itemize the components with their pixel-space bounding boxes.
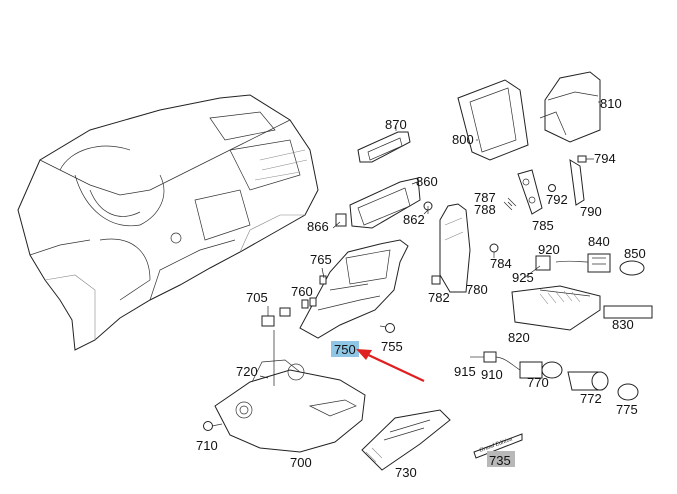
label-770: 770	[527, 375, 549, 390]
label-772: 772	[580, 391, 602, 406]
label-787: 787	[474, 190, 496, 205]
label-780: 780	[466, 282, 488, 297]
label-925: 925	[512, 270, 534, 285]
label-735: 735	[489, 453, 511, 468]
part-830-trim	[603, 305, 653, 319]
part-800-vent	[457, 79, 529, 161]
part-750-console-upper	[299, 239, 409, 339]
part-782-clip	[431, 275, 441, 285]
label-794: 794	[594, 151, 616, 166]
part-705-clip	[261, 306, 291, 327]
label-840: 840	[588, 234, 610, 249]
dashboard-assembly	[17, 94, 319, 351]
label-850: 850	[624, 246, 646, 261]
highlight-735	[487, 451, 515, 467]
label-755: 755	[381, 339, 403, 354]
part-850-lamp	[619, 260, 645, 276]
label-784: 784	[490, 256, 512, 271]
label-860: 860	[416, 174, 438, 189]
pointer-arrow	[356, 349, 425, 382]
label-810: 810	[600, 96, 622, 111]
part-784-screw	[489, 243, 499, 258]
label-790: 790	[580, 204, 602, 219]
label-910: 910	[481, 367, 503, 382]
part-860-frame	[335, 177, 421, 229]
part-794-clip	[577, 155, 594, 163]
label-920: 920	[538, 242, 560, 257]
label-750: 750	[334, 342, 356, 357]
label-700: 700	[290, 455, 312, 470]
part-810-vent	[539, 71, 601, 143]
label-705: 705	[246, 290, 268, 305]
part-710-screw	[203, 421, 223, 431]
label-788: 788	[474, 202, 496, 217]
label-800: 800	[452, 132, 474, 147]
label-782: 782	[428, 290, 450, 305]
part-772-lighter	[567, 371, 609, 391]
part-775-cap	[617, 383, 639, 401]
part-870-bezel	[357, 126, 411, 163]
label-866: 866	[307, 219, 329, 234]
label-792: 792	[546, 192, 568, 207]
part-820-glovebox	[511, 285, 601, 331]
part-862-screw	[423, 201, 433, 214]
part-730-insert	[361, 409, 451, 471]
label-775: 775	[616, 402, 638, 417]
highlight-750	[331, 341, 359, 357]
part-910-connector	[470, 351, 521, 371]
part-920-cable	[535, 255, 589, 271]
part-790-bracket	[569, 159, 585, 206]
part-755-screw	[379, 323, 395, 333]
label-830: 830	[612, 317, 634, 332]
label-730: 730	[395, 465, 417, 480]
part-792-screw	[548, 184, 556, 192]
part-700-console-lower	[214, 330, 366, 453]
label-720: 720	[236, 364, 258, 379]
label-915: 915	[454, 364, 476, 379]
part-785-bracket	[503, 169, 543, 215]
part-840-switch	[587, 253, 611, 273]
label-765: 765	[310, 252, 332, 267]
label-870: 870	[385, 117, 407, 132]
part-780-cover	[439, 203, 471, 293]
label-785: 785	[532, 218, 554, 233]
label-760: 760	[291, 284, 313, 299]
part-770-socket	[519, 361, 563, 379]
label-710: 710	[196, 438, 218, 453]
label-862: 862	[403, 212, 425, 227]
label-820: 820	[508, 330, 530, 345]
